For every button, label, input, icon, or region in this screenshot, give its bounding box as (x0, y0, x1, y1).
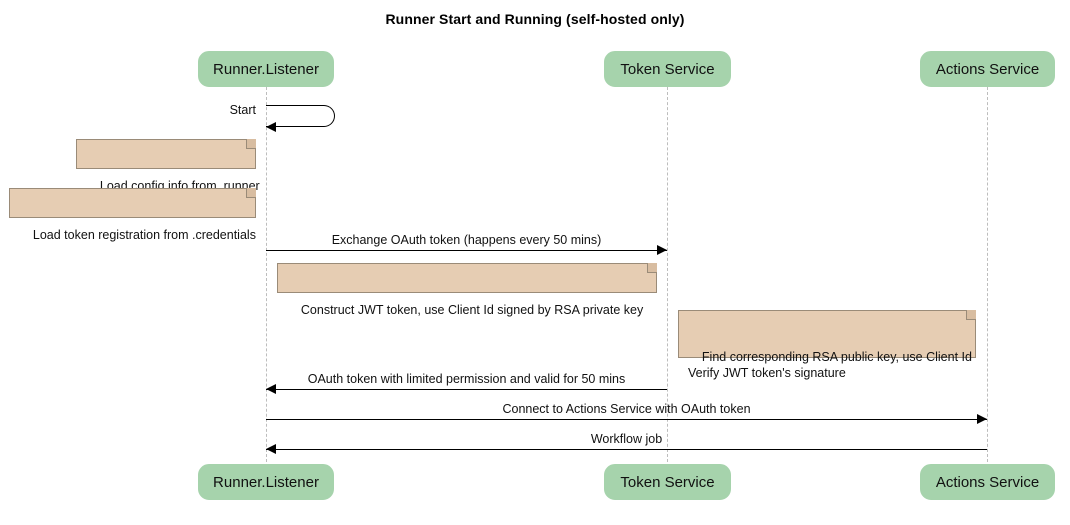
participant-token-bottom[interactable]: Token Service (604, 464, 731, 500)
note-load-token-registration: Load token registration from .credential… (9, 188, 256, 242)
message-oauth-token-return-label: OAuth token with limited permission and … (307, 372, 626, 386)
participant-actions-bottom[interactable]: Actions Service (920, 464, 1055, 500)
note-load-config: Load config info from .runner (76, 139, 260, 193)
note-fold-icon (246, 188, 256, 198)
lifeline-actions (987, 87, 988, 462)
message-oauth-token-return-line (266, 389, 667, 390)
note-fold-icon (966, 310, 976, 320)
note-fold-icon (246, 139, 256, 149)
note-load-token-registration-text: Load token registration from .credential… (32, 228, 256, 242)
message-exchange-oauth-line (266, 250, 667, 251)
message-workflow-job-label: Workflow job (590, 432, 663, 446)
message-workflow-job-arrowhead (266, 444, 276, 454)
participant-runner-bottom[interactable]: Runner.Listener (198, 464, 334, 500)
message-workflow-job-line (266, 449, 987, 450)
participant-actions-top[interactable]: Actions Service (920, 51, 1055, 87)
note-construct-jwt: Construct JWT token, use Client Id signe… (277, 263, 657, 317)
message-connect-actions-arrowhead (977, 414, 987, 424)
message-oauth-token-return-arrowhead (266, 384, 276, 394)
note-verify-jwt: Find corresponding RSA public key, use C… (678, 310, 976, 380)
message-connect-actions-line (266, 419, 987, 420)
note-fold-icon (647, 263, 657, 273)
note-verify-jwt-text: Find corresponding RSA public key, use C… (688, 350, 972, 380)
message-start-arrowhead (266, 122, 276, 132)
participant-token-top[interactable]: Token Service (604, 51, 731, 87)
message-exchange-oauth-label: Exchange OAuth token (happens every 50 m… (331, 233, 602, 247)
message-exchange-oauth-arrowhead (657, 245, 667, 255)
message-start-self-loop (266, 105, 335, 127)
message-connect-actions-label: Connect to Actions Service with OAuth to… (502, 402, 751, 416)
diagram-title: Runner Start and Running (self-hosted on… (385, 11, 685, 27)
message-start-label: Start (229, 103, 256, 117)
note-construct-jwt-text: Construct JWT token, use Client Id signe… (300, 303, 644, 317)
participant-runner-top[interactable]: Runner.Listener (198, 51, 334, 87)
lifeline-runner (266, 87, 267, 462)
lifeline-token (667, 87, 668, 462)
